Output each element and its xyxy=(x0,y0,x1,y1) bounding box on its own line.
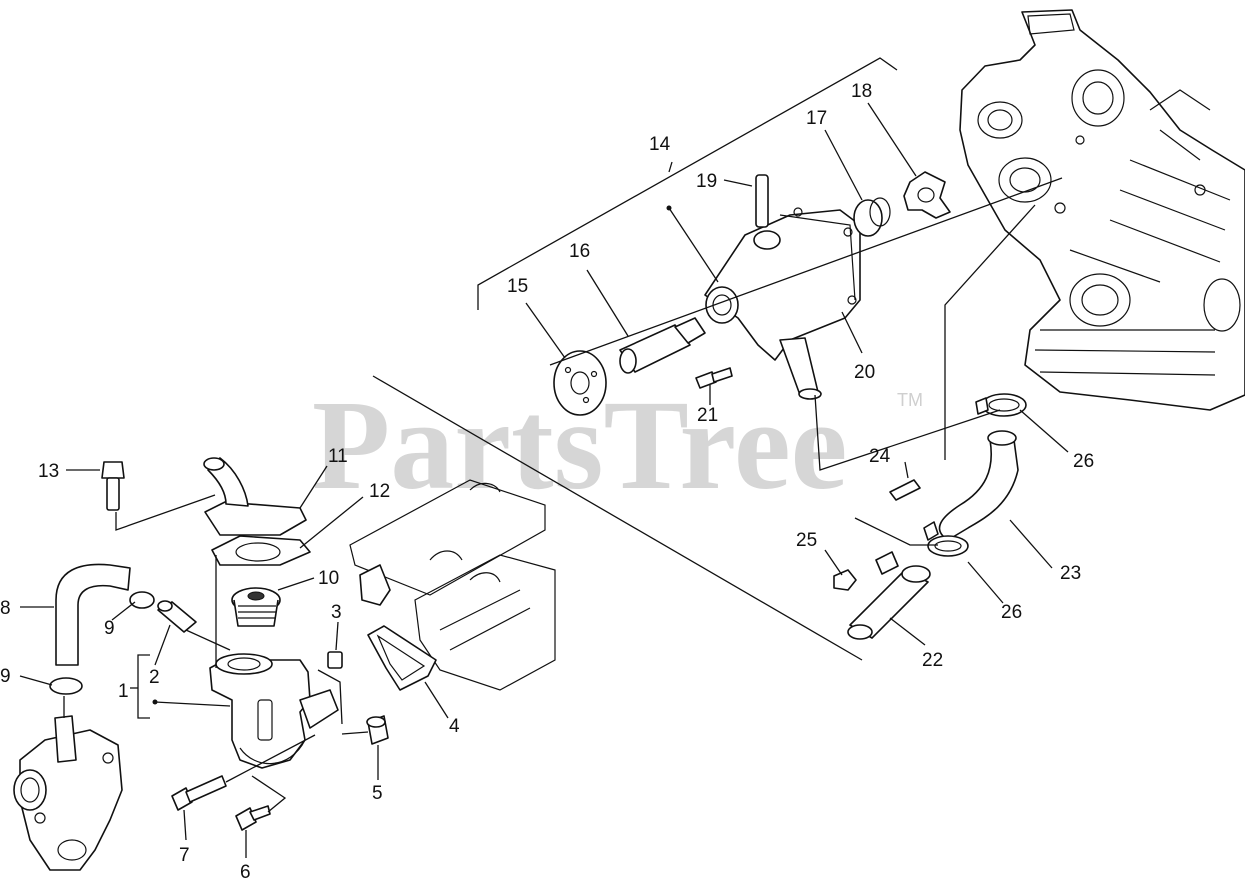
callout-19: 19 xyxy=(696,171,717,192)
callout-1: 1 xyxy=(118,681,129,702)
callout-4: 4 xyxy=(449,716,460,737)
engine-block-drawing xyxy=(959,9,1245,411)
callout-2: 2 xyxy=(149,667,160,688)
callout-3: 3 xyxy=(331,602,342,623)
callout-24: 24 xyxy=(869,446,891,467)
callout-18: 18 xyxy=(851,81,872,102)
callout-7: 7 xyxy=(179,845,190,866)
watermark-trademark: TM xyxy=(897,390,923,410)
callout-13: 13 xyxy=(38,461,59,482)
callout-9-lower: 9 xyxy=(0,666,11,687)
callout-16: 16 xyxy=(569,241,590,262)
callout-5: 5 xyxy=(372,783,383,804)
callout-12: 12 xyxy=(369,481,390,502)
callout-21: 21 xyxy=(697,405,718,426)
watermark: PartsTree TM xyxy=(312,374,923,516)
leader-lines xyxy=(19,57,1069,858)
callout-25: 25 xyxy=(796,530,817,551)
thermostat-housing-drawing xyxy=(13,457,437,871)
water-pump-assembly-drawing xyxy=(553,171,951,416)
callout-15: 15 xyxy=(507,276,528,297)
callout-8: 8 xyxy=(0,598,11,619)
callout-9-upper: 9 xyxy=(104,618,115,639)
callout-26-upper: 26 xyxy=(1073,451,1094,472)
callout-11: 11 xyxy=(328,446,348,467)
callout-26-lower: 26 xyxy=(1001,602,1022,623)
callout-6: 6 xyxy=(240,862,251,883)
callout-23: 23 xyxy=(1060,563,1081,584)
callout-20: 20 xyxy=(854,362,875,383)
callout-labels: 1 2 3 4 5 6 7 8 9 9 10 11 12 13 14 15 16… xyxy=(0,81,1094,883)
bypass-hose-drawing xyxy=(833,393,1027,640)
callout-10: 10 xyxy=(318,568,339,589)
callout-22: 22 xyxy=(922,650,943,671)
cylinder-head-drawing xyxy=(349,479,556,691)
callout-14: 14 xyxy=(649,134,671,155)
callout-17: 17 xyxy=(806,108,827,129)
